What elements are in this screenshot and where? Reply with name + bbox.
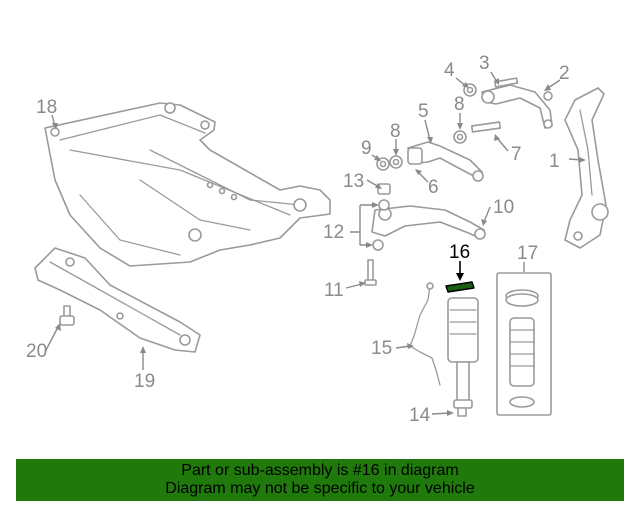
part-15-sensor-line <box>409 282 441 386</box>
part-2-upper-arm <box>481 84 553 129</box>
callout-7: 7 <box>511 144 522 165</box>
part-8-nut-lower <box>389 155 403 169</box>
part-20-bolt <box>59 305 75 326</box>
callout-17: 17 <box>517 243 538 264</box>
part-11-bolt <box>364 259 377 286</box>
callout-19: 19 <box>134 371 155 392</box>
part-5-6-lateral-link <box>407 141 484 182</box>
callout-8-upper: 8 <box>454 94 465 115</box>
callout-11: 11 <box>324 280 344 301</box>
banner-line-1: Part or sub-assembly is #16 in diagram <box>181 462 459 479</box>
callout-5: 5 <box>418 101 429 122</box>
callout-18: 18 <box>36 97 57 118</box>
callout-10: 10 <box>493 197 514 218</box>
part-8-nut-upper <box>453 130 467 144</box>
callout-14: 14 <box>409 405 431 426</box>
callout-4: 4 <box>444 60 455 81</box>
callout-2: 2 <box>559 63 570 84</box>
part-7-bolt <box>470 121 502 133</box>
part-1-knuckle <box>564 87 609 249</box>
callout-13: 13 <box>343 171 364 192</box>
part-19-brace <box>34 247 201 353</box>
part-10-lower-arm <box>371 205 486 240</box>
part-13-nut <box>377 183 391 195</box>
callout-labels: 1 2 3 4 5 6 7 8 8 9 10 11 12 13 14 15 16… <box>26 53 570 426</box>
part-14-bolt <box>457 407 467 417</box>
callout-3: 3 <box>479 53 490 74</box>
part-16-highlighted <box>445 281 475 293</box>
banner-line-2: Diagram may not be specific to your vehi… <box>165 480 475 497</box>
leader-lines <box>44 71 586 416</box>
part-strut <box>447 297 479 409</box>
callout-9: 9 <box>361 138 372 159</box>
part-9-nut <box>376 157 390 171</box>
callout-20: 20 <box>26 341 47 362</box>
callout-8-lower: 8 <box>390 121 401 142</box>
part-18-subframe <box>44 102 331 267</box>
part-3-bolt <box>494 77 519 88</box>
callout-6: 6 <box>428 177 439 198</box>
callout-16-highlighted: 16 <box>449 242 470 263</box>
part-17-kit <box>496 272 552 416</box>
callout-15: 15 <box>371 338 392 359</box>
callout-1: 1 <box>549 151 560 172</box>
callout-12: 12 <box>323 222 344 243</box>
info-banner: Part or sub-assembly is #16 in diagram D… <box>16 459 624 501</box>
